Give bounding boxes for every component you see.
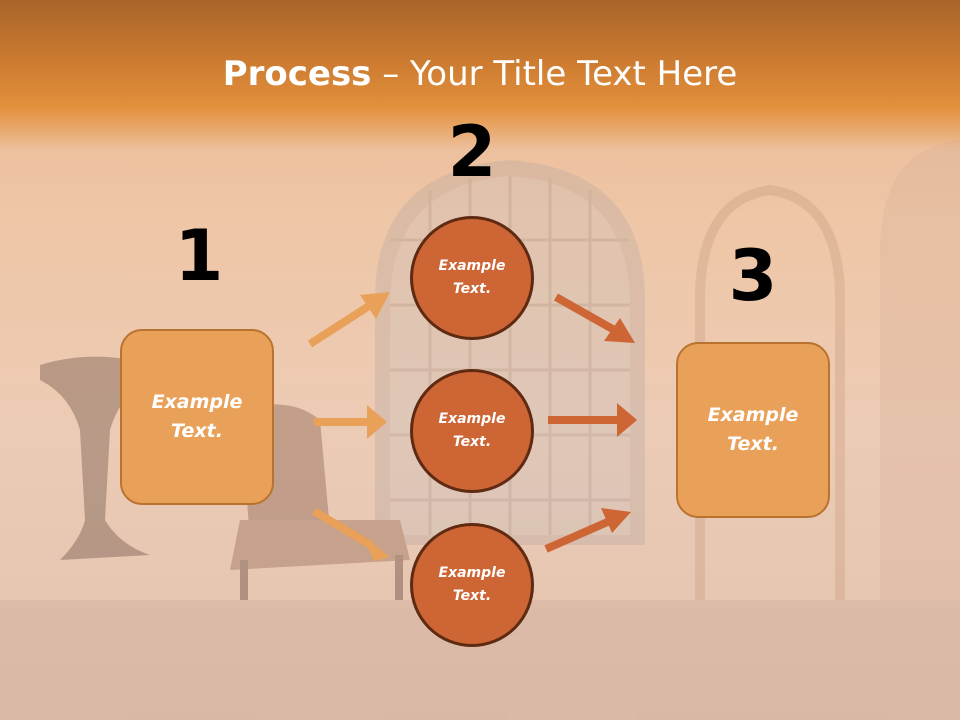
arrow-1-to-top (307, 292, 390, 348)
step-2-circle-middle-text: Example Text. (438, 411, 506, 450)
step-1-box: Example Text. (120, 329, 274, 505)
step-2-circle-bottom-text: Example Text. (438, 565, 506, 604)
slide-title: Process – Your Title Text Here (0, 52, 960, 96)
title-bar (0, 0, 960, 150)
title-bold-text: Process (222, 54, 372, 94)
step-3-number: 3 (728, 235, 778, 317)
arrow-1-to-middle (314, 405, 387, 439)
arrow-middle-to-3 (548, 403, 637, 437)
step-1-number: 1 (174, 215, 224, 297)
step-3-box: Example Text. (676, 342, 830, 518)
step-2-circle-top-text: Example Text. (438, 258, 506, 297)
arrow-top-to-3 (554, 293, 635, 343)
title-regular-text: – Your Title Text Here (371, 54, 738, 94)
step-1-box-text: Example Text. (151, 391, 243, 442)
step-2-circle-middle: Example Text. (410, 369, 534, 493)
step-2-circle-bottom: Example Text. (410, 523, 534, 647)
arrow-1-to-bottom (311, 507, 390, 561)
step-3-box-text: Example Text. (707, 404, 799, 455)
step-2-circle-top: Example Text. (410, 216, 534, 340)
step-2-number: 2 (447, 111, 497, 193)
arrow-bottom-to-3 (544, 508, 631, 553)
